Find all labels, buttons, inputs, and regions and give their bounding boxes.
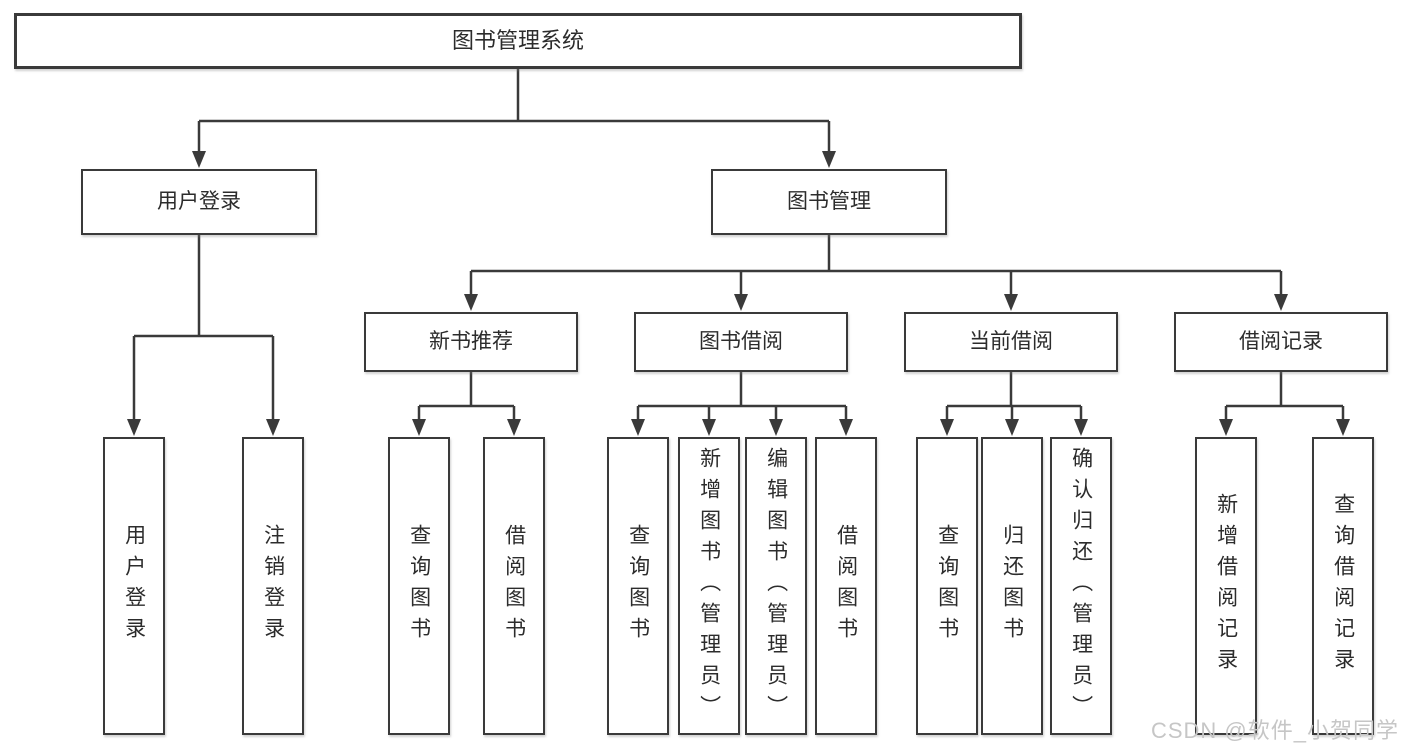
leaf-record-query: 查询借阅记录 bbox=[1312, 437, 1374, 735]
node-new-book-recommend: 新书推荐 bbox=[364, 312, 578, 372]
node-root: 图书管理系统 bbox=[14, 13, 1022, 69]
leaf-current-return: 归还图书 bbox=[981, 437, 1043, 735]
node-book-management: 图书管理 bbox=[711, 169, 947, 235]
leaf-borrow-edit-admin: 编辑图书（管理员） bbox=[745, 437, 807, 735]
leaf-current-query: 查询图书 bbox=[916, 437, 978, 735]
leaf-current-confirm-admin: 确认归还（管理员） bbox=[1050, 437, 1112, 735]
csdn-watermark: CSDN @软件_小贺同学 bbox=[1150, 718, 1399, 743]
leaf-record-add: 新增借阅记录 bbox=[1195, 437, 1257, 735]
node-book-borrow: 图书借阅 bbox=[634, 312, 848, 372]
arrowheads bbox=[127, 151, 1350, 436]
node-borrow-record: 借阅记录 bbox=[1174, 312, 1388, 372]
node-user-login: 用户登录 bbox=[81, 169, 317, 235]
leaf-borrow-query: 查询图书 bbox=[607, 437, 669, 735]
node-current-borrow: 当前借阅 bbox=[904, 312, 1118, 372]
leaf-newbook-query: 查询图书 bbox=[388, 437, 450, 735]
leaf-newbook-borrow: 借阅图书 bbox=[483, 437, 545, 735]
leaf-borrow-add-admin: 新增图书（管理员） bbox=[678, 437, 740, 735]
leaf-user-login: 用户登录 bbox=[103, 437, 165, 735]
leaf-borrow-borrow: 借阅图书 bbox=[815, 437, 877, 735]
leaf-logout: 注销登录 bbox=[242, 437, 304, 735]
